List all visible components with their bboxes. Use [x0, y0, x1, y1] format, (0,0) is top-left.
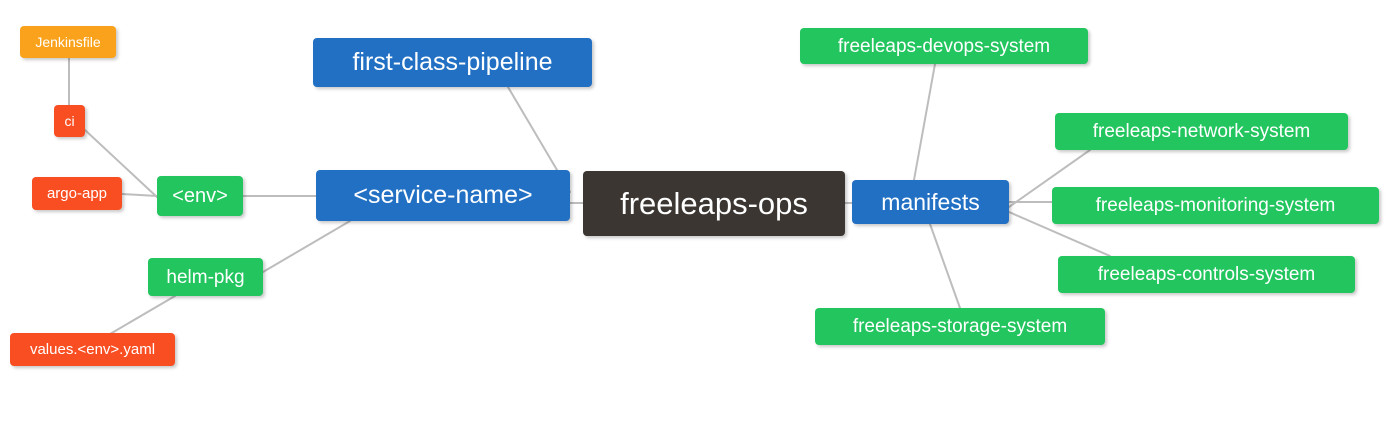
mindmap-node-label: freeleaps-controls-system — [1097, 264, 1316, 285]
mindmap-node-values-yaml[interactable]: values.<env>.yaml — [10, 333, 175, 366]
mindmap-node-manifests[interactable]: manifests — [852, 180, 1009, 224]
mindmap-node-first-class-pipeline[interactable]: first-class-pipeline — [313, 38, 592, 87]
edge-argo-app-to-env — [121, 193, 158, 197]
mindmap-node-freeleaps-devops-system[interactable]: freeleaps-devops-system — [800, 28, 1088, 64]
edge-service-name-to-helm-pkg — [262, 220, 351, 273]
mindmap-node-freeleaps-monitoring-system[interactable]: freeleaps-monitoring-system — [1052, 187, 1379, 224]
mindmap-node-label: <service-name> — [353, 181, 533, 209]
mindmap-node-label: first-class-pipeline — [352, 48, 553, 76]
mindmap-node-service-name[interactable]: <service-name> — [316, 170, 570, 221]
mindmap-node-freeleaps-storage-system[interactable]: freeleaps-storage-system — [815, 308, 1105, 345]
mindmap-node-label: ci — [64, 113, 75, 129]
mindmap-node-label: Jenkinsfile — [35, 34, 101, 50]
mindmap-node-env[interactable]: <env> — [157, 176, 243, 216]
mindmap-node-label: manifests — [881, 188, 980, 215]
mindmap-node-helm-pkg[interactable]: helm-pkg — [148, 258, 263, 296]
mindmap-node-jenkinsfile[interactable]: Jenkinsfile — [20, 26, 116, 58]
mindmap-node-freeleaps-network-system[interactable]: freeleaps-network-system — [1055, 113, 1348, 150]
edge-helm-pkg-to-values-yaml — [109, 295, 176, 335]
mindmap-node-label: helm-pkg — [166, 266, 245, 288]
mindmap-node-label: freeleaps-monitoring-system — [1095, 195, 1336, 216]
mindmap-node-label: freeleaps-devops-system — [837, 35, 1051, 57]
mindmap-node-label: values.<env>.yaml — [29, 341, 156, 358]
mindmap-node-label: freeleaps-storage-system — [852, 316, 1068, 337]
mindmap-node-argo-app[interactable]: argo-app — [32, 177, 122, 210]
mindmap-node-label: argo-app — [46, 185, 108, 202]
mindmap-node-label: <env> — [172, 185, 228, 207]
mindmap-node-freeleaps-ops[interactable]: freeleaps-ops — [583, 171, 845, 236]
mindmap-node-label: freeleaps-network-system — [1092, 121, 1311, 142]
mindmap-node-label: freeleaps-ops — [620, 186, 808, 221]
edge-manifests-to-freeleaps-storage-system — [929, 223, 961, 309]
edge-manifests-to-freeleaps-devops-system — [913, 63, 936, 181]
mindmap-node-ci[interactable]: ci — [54, 105, 85, 137]
mindmap-node-freeleaps-controls-system[interactable]: freeleaps-controls-system — [1058, 256, 1355, 293]
